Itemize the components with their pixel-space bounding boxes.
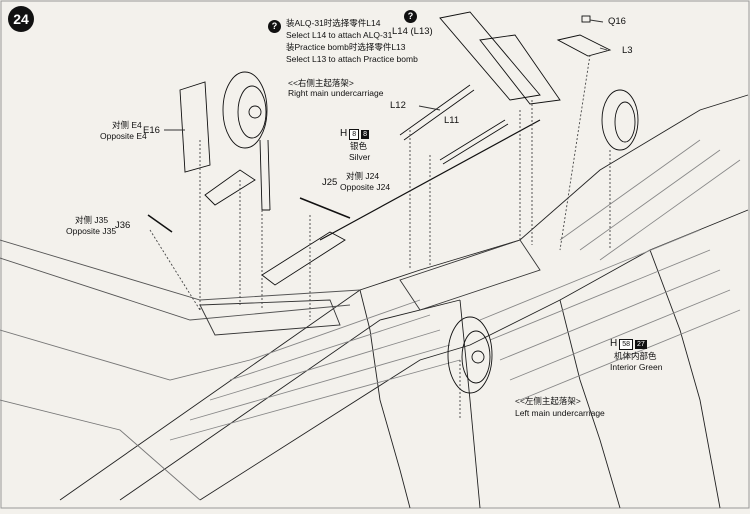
paint-green-prefix: H [610,338,618,349]
paint-green-code1: 58 [619,339,634,350]
question-icon: ? [404,10,417,23]
paint-green-en: Interior Green [610,362,663,372]
question-icon: ? [268,20,281,33]
part-l13: (L13) [410,26,433,37]
part-label-l11: L11 [444,115,460,126]
right-undercarriage-en: Right main undercarriage [288,88,384,98]
part-e4-en: Opposite E4 [100,131,147,141]
paint-silver-code2: 8 [361,130,370,139]
part-j35-cn: 对侧 J35 [75,215,109,225]
left-undercarriage-cn: <<左侧主起落架> [515,396,581,406]
paint-silver-prefix: H [340,128,348,139]
step-number-badge: 24 [8,6,34,32]
part-label-l12: L12 [390,100,406,111]
part-label-l3: L3 [622,45,633,56]
part-label-j25: J25 [322,177,338,188]
note-bomb-cn: 装Practice bomb时选择零件L13 [286,42,406,52]
note-alq-cn: 装ALQ-31时选择零件L14 [286,18,381,28]
part-label-q16: Q16 [608,16,626,27]
note-bomb-en: Select L13 to attach Practice bomb [286,54,418,64]
part-j35-en: Opposite J35 [66,226,117,236]
right-undercarriage-cn: <<右侧主起落架> [288,78,354,88]
paint-silver-en: Silver [349,152,371,162]
paint-silver-code1: 8 [349,129,360,140]
paint-green-code2: 27 [635,340,647,349]
left-undercarriage-en: Left main undercarriage [515,408,605,418]
note-alq-en: Select L14 to attach ALQ-31 [286,30,393,40]
part-label-j36: J36 [115,220,131,231]
part-e4-cn: 对侧 E4 [112,120,142,130]
paint-green-cn: 机体内部色 [614,351,657,361]
part-l14: L14 [392,26,408,37]
part-label-l14: L14 (L13) [392,26,433,37]
part-j24-en: Opposite J24 [340,182,391,192]
part-label-e16: E16 [143,125,160,136]
part-j24-cn: 对侧 J24 [346,171,380,181]
paint-silver-cn: 银色 [350,141,368,151]
